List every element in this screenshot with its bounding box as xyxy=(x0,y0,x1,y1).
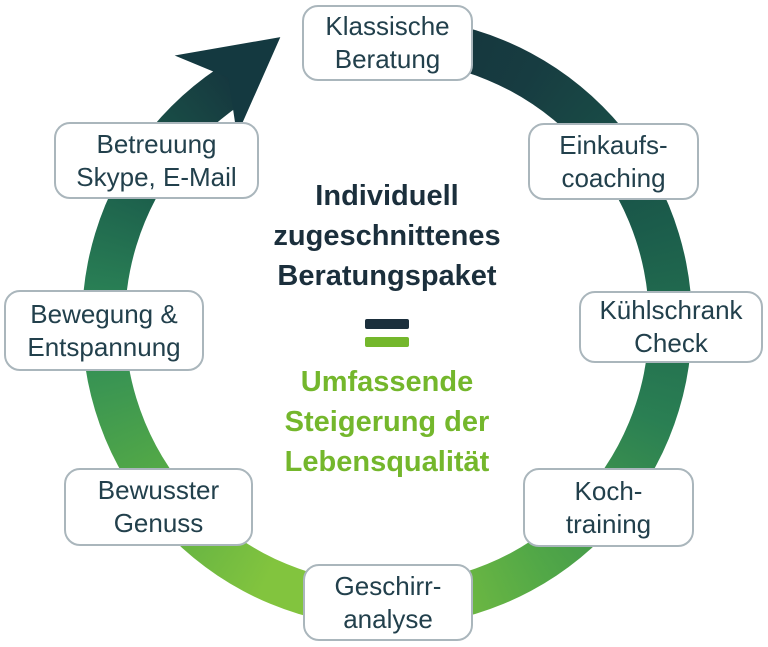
node-label-line: training xyxy=(565,508,652,539)
center-heading: Individuell zugeschnittenes Beratungspak… xyxy=(237,176,537,296)
node-label-line: Bewusster xyxy=(97,475,220,505)
node-bewusster-genuss: Bewusster Genuss xyxy=(64,468,253,546)
node-bewegung-entspannung: Bewegung & Entspannung xyxy=(4,290,204,371)
node-einkaufs-coaching: Einkaufs- coaching xyxy=(528,123,699,200)
node-label-line: Entspannung xyxy=(27,331,181,362)
node-label-line: Einkaufs- xyxy=(559,129,668,160)
node-label-line: Geschirr- xyxy=(334,570,442,601)
node-label-line: Beratung xyxy=(334,44,441,74)
center-result-text: Umfassende Steigerung der Lebensqualität xyxy=(237,362,537,482)
center-result-line: Umfassende xyxy=(300,366,474,398)
center-heading-line: Beratungspaket xyxy=(277,260,497,292)
node-koch-training: Koch- training xyxy=(523,468,694,547)
node-label-line: Check xyxy=(634,328,708,358)
node-geschirr-analyse: Geschirr- analyse xyxy=(303,564,473,641)
node-label-line: Bewegung & xyxy=(30,298,178,329)
equals-bar-top xyxy=(365,319,409,329)
node-label-line: Klassische xyxy=(325,11,450,41)
node-betreuung-skype-email: Betreuung Skype, E-Mail xyxy=(54,122,259,199)
node-kuehlschrank-check: Kühlschrank Check xyxy=(579,291,763,363)
node-label-line: analyse xyxy=(343,603,433,634)
equals-bar-bottom xyxy=(365,337,409,347)
node-label-line: Genuss xyxy=(113,508,204,538)
center-heading-line: Individuell xyxy=(315,180,459,212)
cycle-arrowhead-icon xyxy=(174,37,281,136)
node-klassische-beratung: Klassische Beratung xyxy=(302,5,473,81)
center-result-line: Lebensqualität xyxy=(284,446,490,478)
node-label-line: Skype, E-Mail xyxy=(76,161,237,192)
node-label-line: Koch- xyxy=(574,475,643,506)
node-label-line: coaching xyxy=(561,162,666,193)
center-heading-line: zugeschnittenes xyxy=(273,220,501,252)
node-label-line: Betreuung xyxy=(96,128,217,159)
center-result-line: Steigerung der xyxy=(284,406,490,438)
node-label-line: Kühlschrank xyxy=(599,295,743,325)
equals-icon xyxy=(365,319,409,347)
